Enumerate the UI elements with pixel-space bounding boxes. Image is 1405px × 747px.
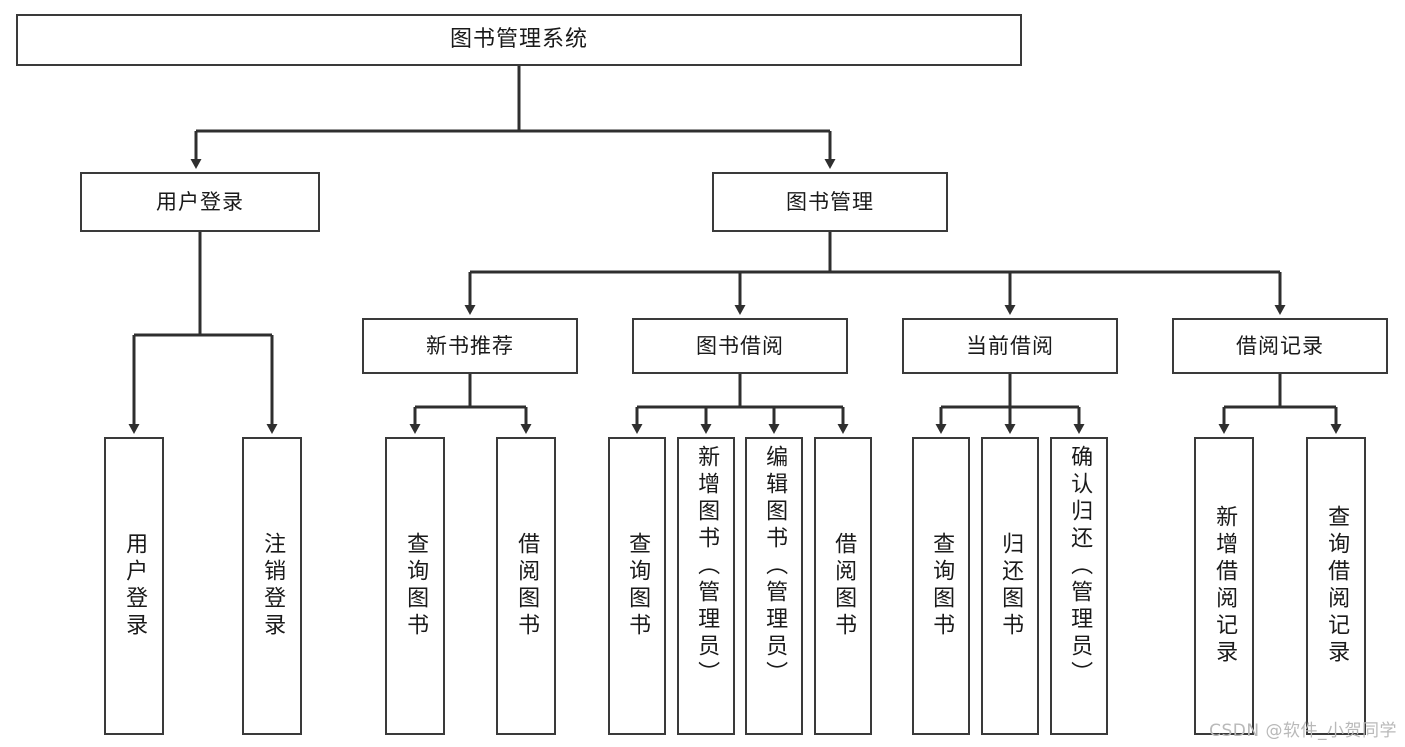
node-borrow-record[interactable]: 借阅记录 [1172,318,1388,374]
node-current-borrow[interactable]: 当前借阅 [902,318,1118,374]
node-user-login[interactable]: 用户登录 [80,172,320,232]
node-label: 编辑图书（管理员） [762,445,788,688]
node-label: 用户登录 [156,189,244,214]
node-label: 图书借阅 [696,333,784,358]
node-label: 查询图书 [625,532,651,640]
leaf-add-book-admin[interactable]: 新增图书（管理员） [677,437,735,735]
node-label: 确认归还（管理员） [1067,445,1093,688]
node-label: 借阅图书 [831,532,857,640]
leaf-borrow-book[interactable]: 借阅图书 [814,437,872,735]
leaf-logout[interactable]: 注销登录 [242,437,302,735]
leaf-query-book-recommend[interactable]: 查询图书 [385,437,445,735]
node-new-book-recommend[interactable]: 新书推荐 [362,318,578,374]
node-label: 新书推荐 [426,333,514,358]
node-label: 查询借阅记录 [1324,505,1350,667]
node-label: 查询图书 [929,532,955,640]
node-label: 图书管理系统 [449,26,588,52]
leaf-query-book-current[interactable]: 查询图书 [912,437,970,735]
node-label: 归还图书 [998,532,1024,640]
node-label: 新增图书（管理员） [694,445,720,688]
node-label: 图书管理 [786,189,874,214]
node-label: 新增借阅记录 [1212,505,1238,667]
leaf-borrow-book-recommend[interactable]: 借阅图书 [496,437,556,735]
node-label: 查询图书 [403,532,429,640]
node-book-borrow[interactable]: 图书借阅 [632,318,848,374]
leaf-edit-book-admin[interactable]: 编辑图书（管理员） [745,437,803,735]
leaf-query-book-borrow[interactable]: 查询图书 [608,437,666,735]
node-label: 借阅记录 [1236,333,1324,358]
node-book-management[interactable]: 图书管理 [712,172,948,232]
node-label: 用户登录 [122,532,148,640]
node-root-system[interactable]: 图书管理系统 [16,14,1022,66]
node-label: 注销登录 [260,532,286,640]
leaf-return-book[interactable]: 归还图书 [981,437,1039,735]
node-label: 借阅图书 [514,532,540,640]
leaf-confirm-return-admin[interactable]: 确认归还（管理员） [1050,437,1108,735]
leaf-query-borrow-record[interactable]: 查询借阅记录 [1306,437,1366,735]
node-label: 当前借阅 [966,333,1054,358]
leaf-user-login[interactable]: 用户登录 [104,437,164,735]
leaf-add-borrow-record[interactable]: 新增借阅记录 [1194,437,1254,735]
